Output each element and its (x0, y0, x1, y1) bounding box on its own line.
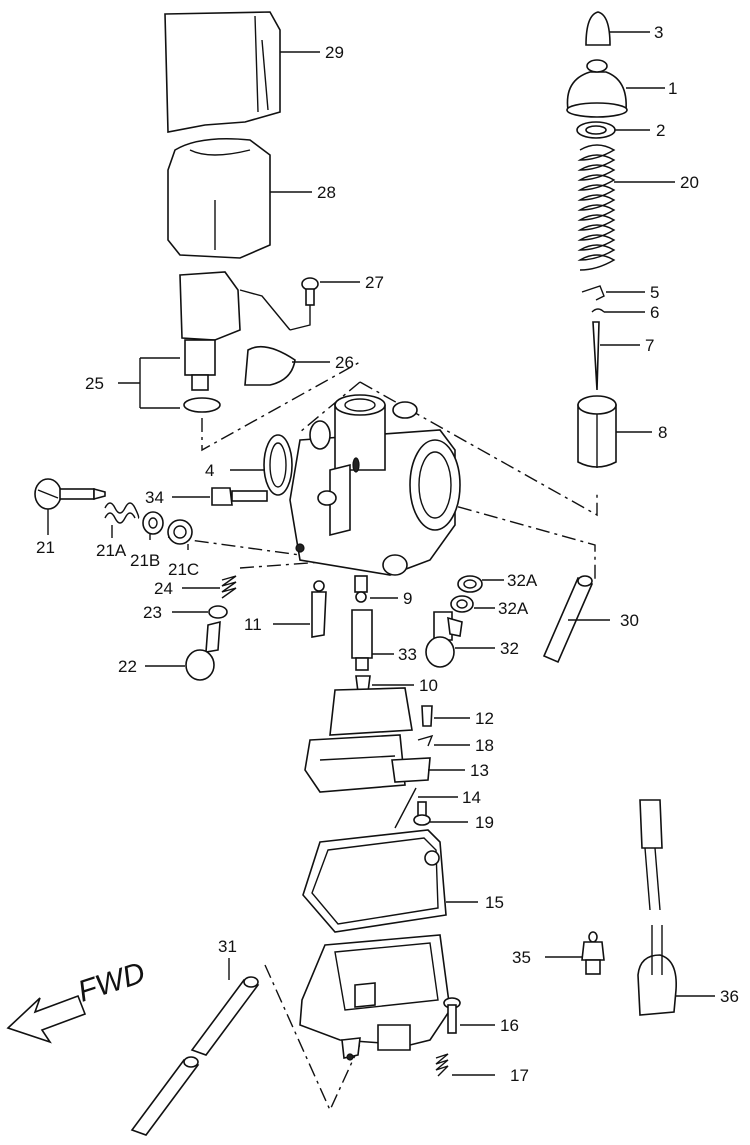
label-32a-2: 32A (498, 599, 529, 618)
part-34-screw (172, 487, 268, 506)
label-6: 6 (650, 303, 659, 322)
label-9: 9 (403, 589, 412, 608)
label-36: 36 (720, 987, 739, 1006)
label-18: 18 (475, 736, 494, 755)
part-1-top (566, 59, 665, 118)
part-12-needle-valve (421, 705, 470, 727)
part-19-screw (413, 801, 468, 826)
fwd-label: FWD (74, 956, 149, 1008)
part-10-main-jet (355, 675, 414, 693)
label-3: 3 (654, 23, 663, 42)
label-17: 17 (510, 1066, 529, 1085)
label-21c: 21C (168, 560, 199, 579)
part-25-plunger (118, 271, 291, 413)
part-29-cover (164, 11, 320, 133)
part-5-clip (581, 285, 645, 301)
part-21c-oring (167, 519, 193, 550)
part-26-bracket (244, 345, 330, 386)
label-2: 2 (656, 121, 665, 140)
part-6-ring (591, 308, 645, 313)
part-18-clip (417, 734, 470, 747)
label-26: 26 (335, 353, 354, 372)
label-28: 28 (317, 183, 336, 202)
part-14-pin (394, 787, 458, 829)
part-31-pins (130, 958, 260, 1136)
part-2-washer (576, 121, 650, 139)
label-11: 11 (244, 615, 262, 634)
label-34: 34 (145, 488, 164, 507)
part-4-oring (230, 434, 293, 496)
label-24: 24 (154, 579, 173, 598)
label-30: 30 (620, 611, 639, 630)
part-27-screw (289, 277, 360, 331)
label-7: 7 (645, 336, 654, 355)
label-10: 10 (419, 676, 438, 695)
label-14: 14 (462, 788, 481, 807)
label-15: 15 (485, 893, 504, 912)
part-9-jet (354, 575, 398, 603)
part-21-screw (34, 478, 106, 535)
label-12: 12 (475, 709, 494, 728)
label-22: 22 (118, 657, 137, 676)
part-28-boot (167, 137, 312, 259)
part-20-spring (577, 144, 675, 271)
label-5: 5 (650, 283, 659, 302)
label-29: 29 (325, 43, 344, 62)
part-35-sensor (545, 931, 605, 975)
part-16-screw (443, 997, 495, 1034)
part-22-screw (145, 620, 221, 681)
fwd-arrow: FWD (6, 956, 149, 1044)
label-35: 35 (512, 948, 531, 967)
label-16: 16 (500, 1016, 519, 1035)
part-36-heater (637, 799, 715, 1016)
label-23: 23 (143, 603, 162, 622)
float-bowl (299, 934, 451, 1061)
label-4: 4 (205, 461, 214, 480)
label-1: 1 (668, 79, 677, 98)
part-11-jet (273, 580, 327, 638)
part-8-slide (577, 395, 652, 468)
part-33-needle-jet (351, 609, 394, 671)
label-21: 21 (36, 538, 55, 557)
part-32-valve (425, 611, 495, 668)
label-25: 25 (85, 374, 104, 393)
part-17-screw (435, 1053, 495, 1077)
part-13-float (304, 687, 465, 793)
part-32a-orings (450, 575, 504, 613)
part-21b-washer (142, 511, 164, 540)
part-21a-spring (104, 502, 140, 538)
label-32a-1: 32A (507, 571, 538, 590)
part-3-cap (585, 11, 650, 46)
label-27: 27 (365, 273, 384, 292)
label-33: 33 (398, 645, 417, 664)
carburetor-body (289, 394, 461, 576)
label-19: 19 (475, 813, 494, 832)
part-23-washer (172, 605, 228, 619)
part-7-needle (592, 321, 640, 391)
label-8: 8 (658, 423, 667, 442)
label-13: 13 (470, 761, 489, 780)
label-32: 32 (500, 639, 519, 658)
label-20: 20 (680, 173, 699, 192)
label-31: 31 (218, 937, 237, 956)
part-30-pin (542, 575, 610, 664)
part-15-gasket (302, 829, 478, 933)
part-24-spring (182, 575, 237, 599)
label-21a: 21A (96, 541, 127, 560)
label-21b: 21B (130, 551, 160, 570)
